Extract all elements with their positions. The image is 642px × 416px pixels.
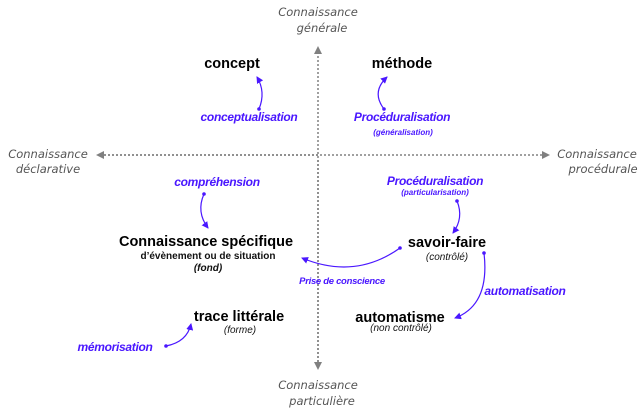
node-specifique: Connaissance spécifique <box>118 234 294 250</box>
axis-top-label-1: Connaissance <box>278 5 358 19</box>
axis-right-label-2: procédurale <box>568 162 638 176</box>
proc-part-arrow <box>452 199 461 234</box>
node-specifique-note: (fond) <box>193 263 223 274</box>
process-proceduralisation-part-sub: (particularisation) <box>401 188 469 197</box>
axis-top-label-2: générale <box>296 21 348 35</box>
prise-de-conscience-arrow <box>301 246 402 268</box>
conceptualisation-arrow <box>256 76 264 111</box>
node-savoir-faire-note: (contrôlé) <box>425 252 469 263</box>
comprehension-arrow <box>200 192 209 229</box>
process-proceduralisation-gen: Procéduralisation <box>353 110 451 124</box>
process-proceduralisation-gen-sub: (généralisation) <box>373 128 433 137</box>
proc-gen-arrow <box>377 76 388 111</box>
axis-left-label-1: Connaissance <box>8 147 88 161</box>
process-prise-de-conscience: Prise de conscience <box>299 276 385 287</box>
process-automatisation: automatisation <box>484 284 566 298</box>
memorisation-arrow <box>164 323 194 348</box>
node-trace-note: (forme) <box>223 325 257 336</box>
process-comprehension: compréhension <box>174 175 260 189</box>
axis-bottom-label-1: Connaissance <box>278 378 358 392</box>
process-proceduralisation-part: Procéduralisation <box>386 174 484 188</box>
axis-bottom-label-2: particulière <box>289 394 355 408</box>
axis-left-label-2: déclarative <box>15 162 81 176</box>
node-concept: concept <box>204 56 260 72</box>
node-automatisme-note: (non contrôlé) <box>370 323 432 334</box>
node-specifique-sub: d’évènement ou de situation <box>140 251 276 262</box>
process-memorisation: mémorisation <box>77 340 153 354</box>
node-savoir-faire: savoir-faire <box>407 235 487 251</box>
axis-right-label-1: Connaissance <box>557 147 637 161</box>
node-automatisme: automatisme <box>355 310 445 326</box>
process-conceptualisation: conceptualisation <box>200 110 298 124</box>
node-methode: méthode <box>371 56 433 72</box>
node-trace: trace littérale <box>193 309 285 325</box>
automatisation-arrow <box>454 251 486 320</box>
